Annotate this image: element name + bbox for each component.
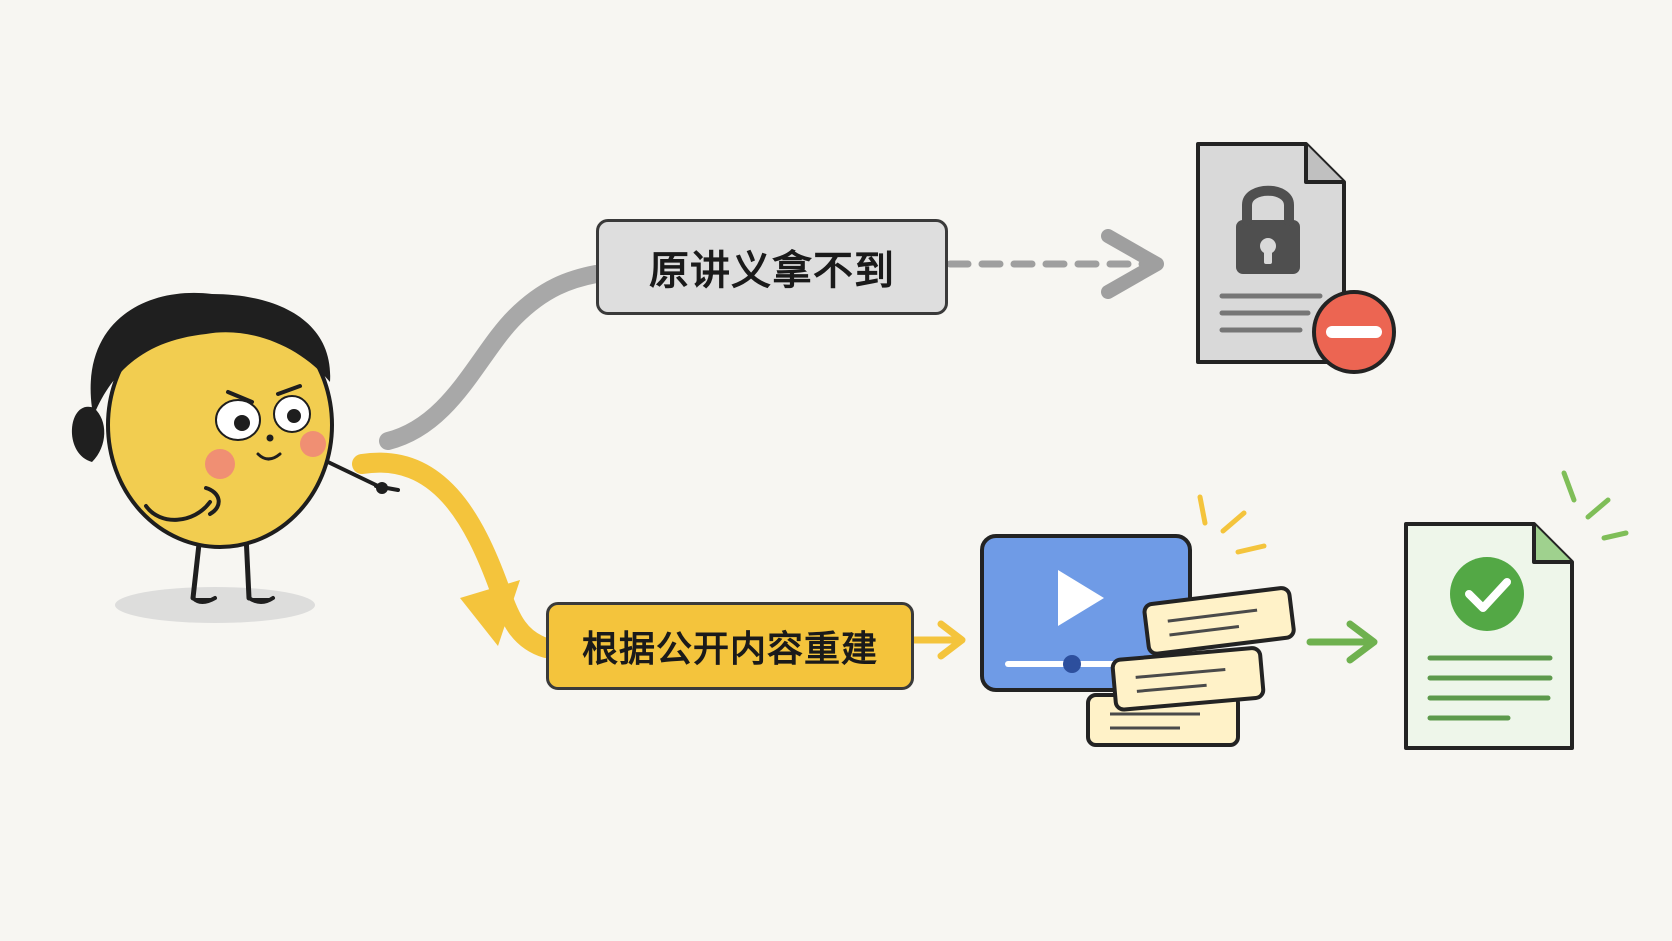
video-sparkles: [1197, 494, 1267, 555]
minus-circle-icon: [1312, 290, 1396, 374]
checked-document-icon: [1404, 522, 1574, 750]
character-shadow: [115, 587, 315, 623]
unavailable-handout-label: 原讲义拿不到: [596, 219, 948, 315]
grey-flow-path: [379, 265, 605, 450]
green-arrow-to-document: [1306, 620, 1378, 664]
thinking-character-icon: [71, 292, 400, 604]
yellow-arrow-to-video: [910, 620, 966, 660]
document-sparkles: [1561, 470, 1629, 541]
yellow-flow-path: [352, 452, 556, 658]
note-cards-icon: [1086, 586, 1296, 747]
yellow-flow-arrowhead: [460, 580, 520, 646]
locked-document-icon: [1196, 142, 1346, 364]
rebuild-public-content-label: 根据公开内容重建: [546, 602, 914, 690]
